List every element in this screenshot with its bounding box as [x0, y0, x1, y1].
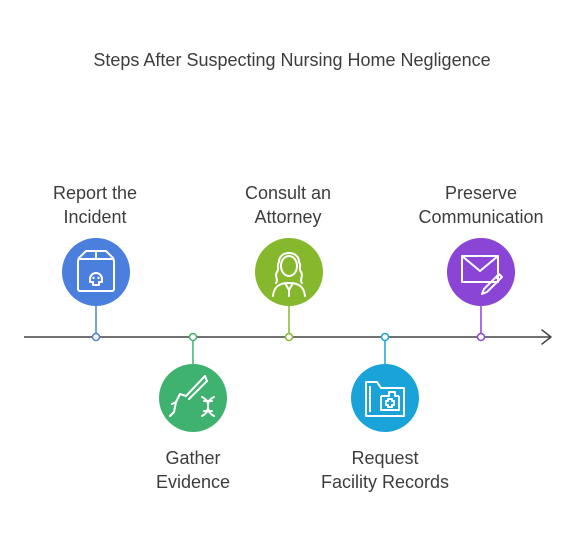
diagram-title: Steps After Suspecting Nursing Home Negl…	[93, 50, 491, 70]
step-2-dot	[188, 332, 198, 342]
step-4-node	[351, 364, 419, 432]
step-1-dot	[91, 332, 101, 342]
step-4-dot	[380, 332, 390, 342]
step-5-node	[447, 238, 515, 306]
step-4-circle	[351, 364, 419, 432]
attorney-judge-icon	[272, 252, 306, 297]
step-5-circle	[447, 238, 515, 306]
scalpel-dna-icon	[169, 375, 215, 417]
step-2-circle	[159, 364, 227, 432]
step-1-node	[62, 238, 130, 306]
step-3-circle	[255, 238, 323, 306]
step-3-dot	[284, 332, 294, 342]
box-skull-icon	[77, 250, 115, 292]
step-2-node	[159, 364, 227, 432]
step-5-dot	[476, 332, 486, 342]
timeline-arrowhead	[541, 329, 552, 345]
step-3-node	[255, 238, 323, 306]
envelope-pencil-icon	[461, 255, 503, 295]
medical-folder-icon	[365, 381, 405, 417]
